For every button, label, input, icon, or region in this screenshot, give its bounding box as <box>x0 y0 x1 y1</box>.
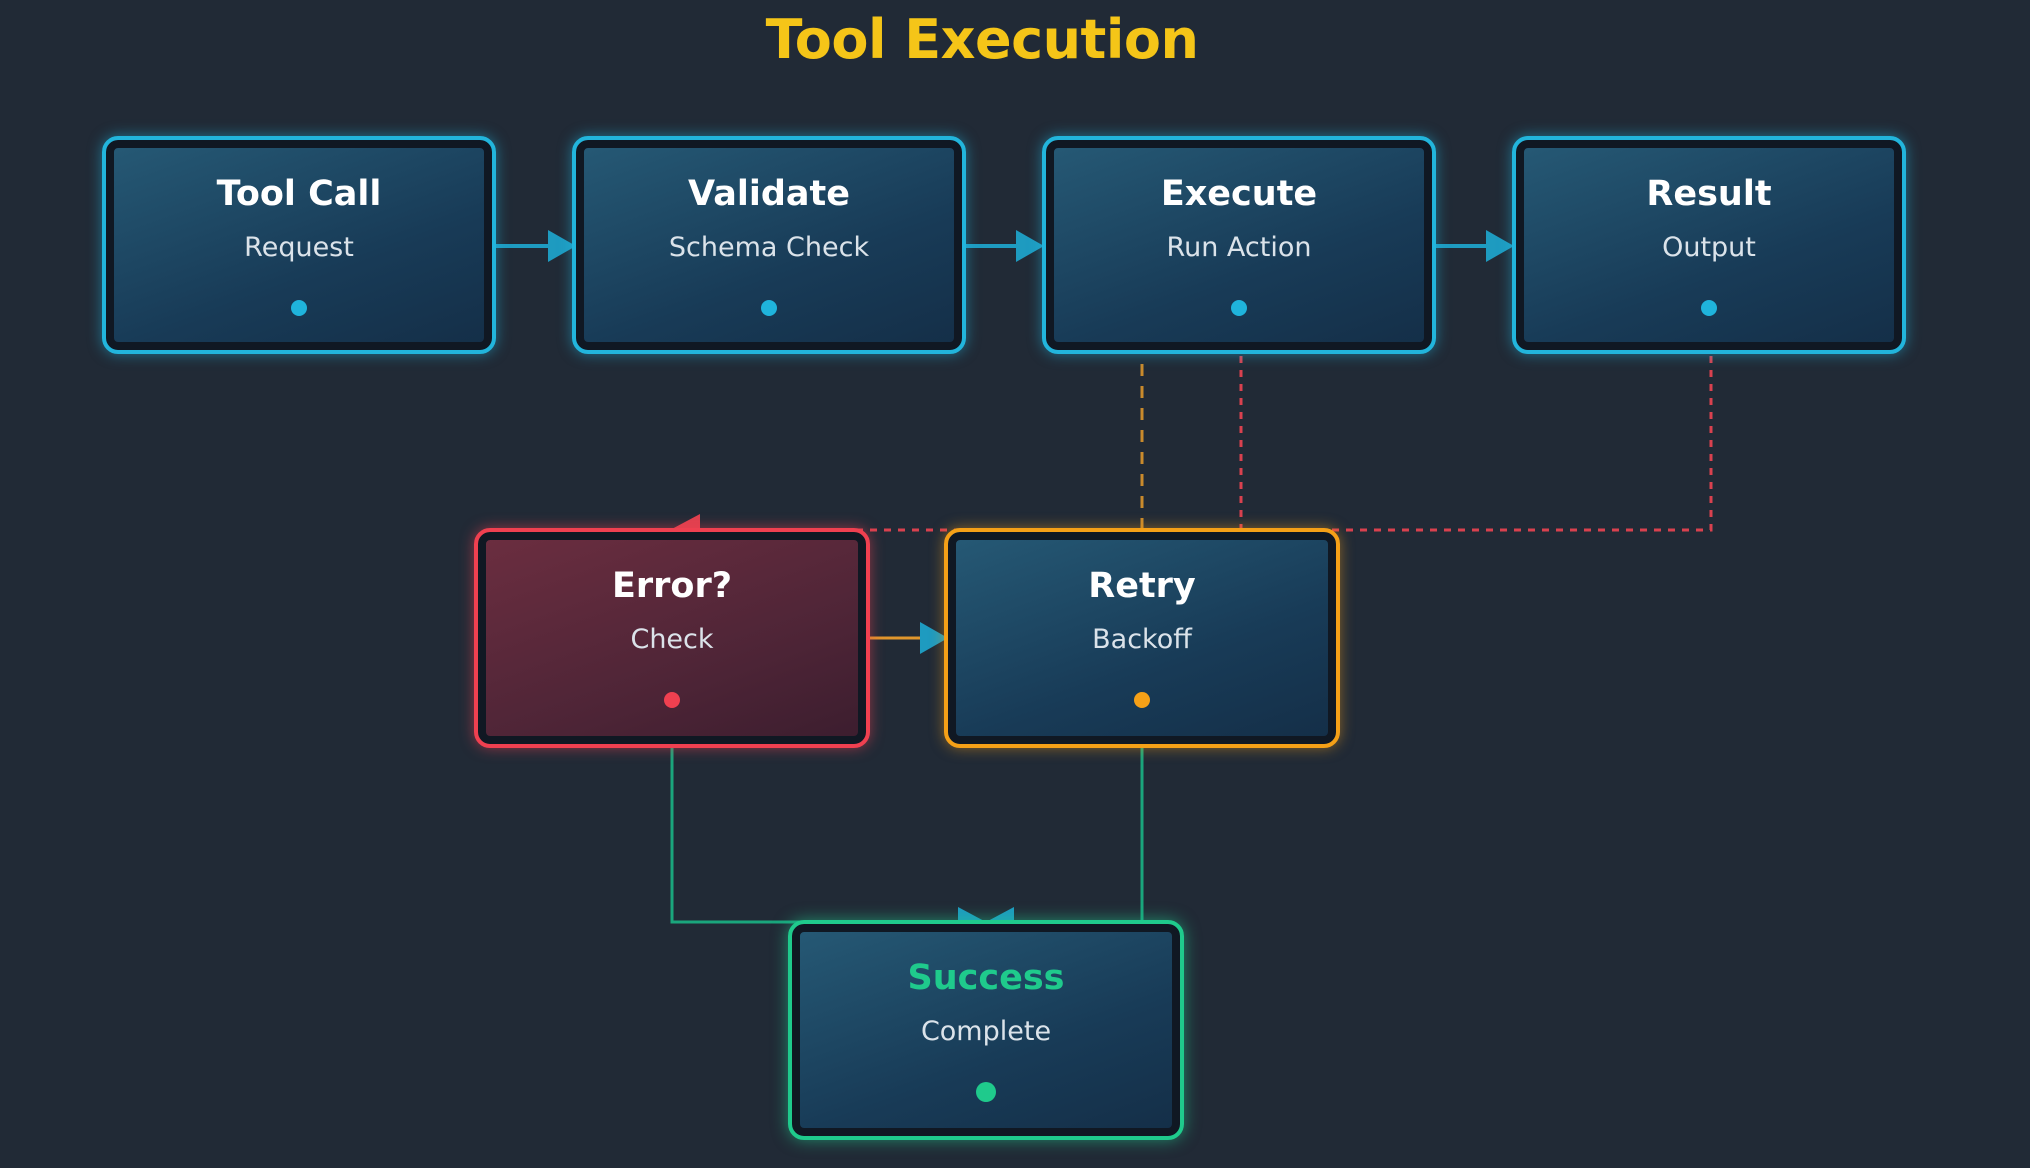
status-dot <box>664 692 680 708</box>
diagram-title: Tool Execution <box>765 8 1199 71</box>
node-validate: Validate Schema Check <box>572 136 966 354</box>
arrowhead-result <box>1486 230 1514 262</box>
node-title: Result <box>1646 174 1772 214</box>
node-result: Result Output <box>1512 136 1906 354</box>
node-title: Retry <box>1088 566 1196 606</box>
node-title: Tool Call <box>216 174 382 214</box>
node-subtitle: Complete <box>920 1016 1052 1047</box>
arrowhead-retry <box>920 622 948 654</box>
node-error: Error? Check <box>474 528 870 748</box>
status-dot <box>761 300 777 316</box>
edge-result-error <box>700 356 1713 532</box>
node-title: Error? <box>611 566 733 606</box>
status-dot <box>1701 300 1717 316</box>
node-execute: Execute Run Action <box>1042 136 1436 354</box>
node-subtitle: Run Action <box>1166 232 1312 263</box>
arrowhead-validate <box>548 230 576 262</box>
edge-retry-success <box>1012 748 1144 924</box>
status-dot <box>1231 300 1247 316</box>
node-subtitle: Schema Check <box>668 232 870 263</box>
node-subtitle: Backoff <box>1092 624 1192 655</box>
edge-error-success <box>670 748 960 924</box>
node-title: Success <box>907 958 1065 998</box>
node-title: Validate <box>688 174 850 214</box>
node-subtitle: Check <box>630 624 714 655</box>
node-subtitle: Output <box>1662 232 1756 263</box>
node-title: Execute <box>1160 174 1318 214</box>
status-dot <box>291 300 307 316</box>
status-dot <box>1134 692 1150 708</box>
status-dot <box>976 1082 996 1102</box>
node-success: Success Complete <box>788 920 1184 1140</box>
node-retry: Retry Backoff <box>944 528 1340 748</box>
node-tool-call: Tool Call Request <box>102 136 496 354</box>
node-subtitle: Request <box>244 232 354 263</box>
arrowhead-execute-in <box>1016 230 1044 262</box>
